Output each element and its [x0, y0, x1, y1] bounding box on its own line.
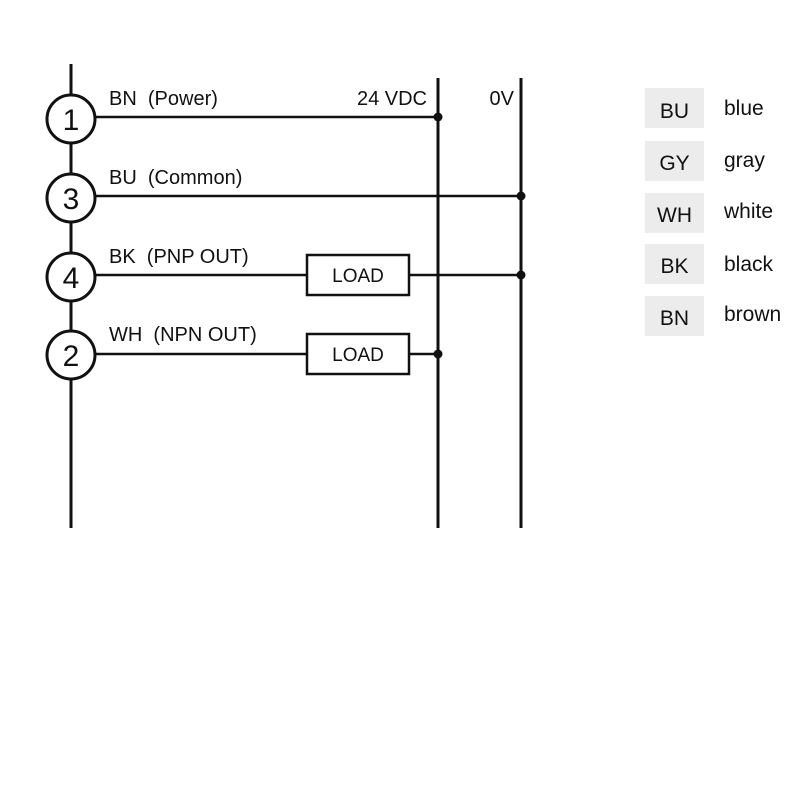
legend-code-box [645, 141, 704, 181]
pin-2-wire: LOAD WH (NPN OUT) 2 [45, 324, 443, 381]
pin-3-label: BU (Common) [109, 167, 242, 189]
npn-load-label: LOAD [332, 345, 384, 366]
legend-entry-wh: WH white [645, 193, 773, 233]
legend-name: blue [724, 97, 764, 120]
pin-3-junction-dot [516, 191, 526, 201]
legend-code-box [645, 296, 704, 336]
legend-entry-bk: BK black [645, 244, 774, 284]
pin-4-number: 4 [63, 262, 80, 295]
legend-code-box [645, 244, 704, 284]
pnp-load-label: LOAD [332, 266, 384, 287]
pin-4-wire: LOAD BK (PNP OUT) 4 [45, 246, 526, 303]
pin-1-label: BN (Power) [109, 88, 218, 110]
pin-3-number: 3 [63, 183, 80, 216]
pin-2-junction-dot [433, 349, 443, 359]
legend-code: BU [660, 100, 689, 123]
pin-4-label: BK (PNP OUT) [109, 246, 249, 268]
legend-code: WH [657, 204, 692, 227]
pin-3-circle [45, 172, 97, 224]
legend-code-box [645, 88, 704, 128]
pin-2-label: WH (NPN OUT) [109, 324, 257, 346]
npn-load-box [305, 332, 411, 376]
legend-name: black [724, 253, 774, 276]
pnp-load-box [305, 253, 411, 297]
legend-code: GY [659, 152, 689, 175]
pin-4-circle [45, 251, 97, 303]
pin-1-circle [45, 93, 97, 145]
supply-rail-label: 24 VDC [357, 88, 427, 110]
legend-entry-gy: GY gray [645, 141, 765, 181]
legend-code-box [645, 193, 704, 233]
ground-rail-label: 0V [490, 88, 515, 110]
legend-entry-bn: BN brown [645, 296, 781, 336]
pin-1-wire: BN (Power) 1 [45, 88, 443, 145]
legend-code: BN [660, 307, 689, 330]
pin-4-junction-dot [516, 270, 526, 280]
legend-name: brown [724, 303, 781, 326]
legend-entry-bu: BU blue [645, 88, 764, 128]
pin-3-wire: BU (Common) 3 [45, 167, 526, 224]
legend-name: white [723, 200, 773, 223]
pin-1-junction-dot [433, 112, 443, 122]
legend-code: BK [660, 255, 688, 278]
pin-2-number: 2 [63, 340, 80, 373]
pin-2-circle [45, 329, 97, 381]
pin-1-number: 1 [63, 104, 80, 137]
color-legend: BU blue GY gray WH white BK black BN bro… [645, 88, 781, 336]
legend-name: gray [724, 149, 765, 172]
